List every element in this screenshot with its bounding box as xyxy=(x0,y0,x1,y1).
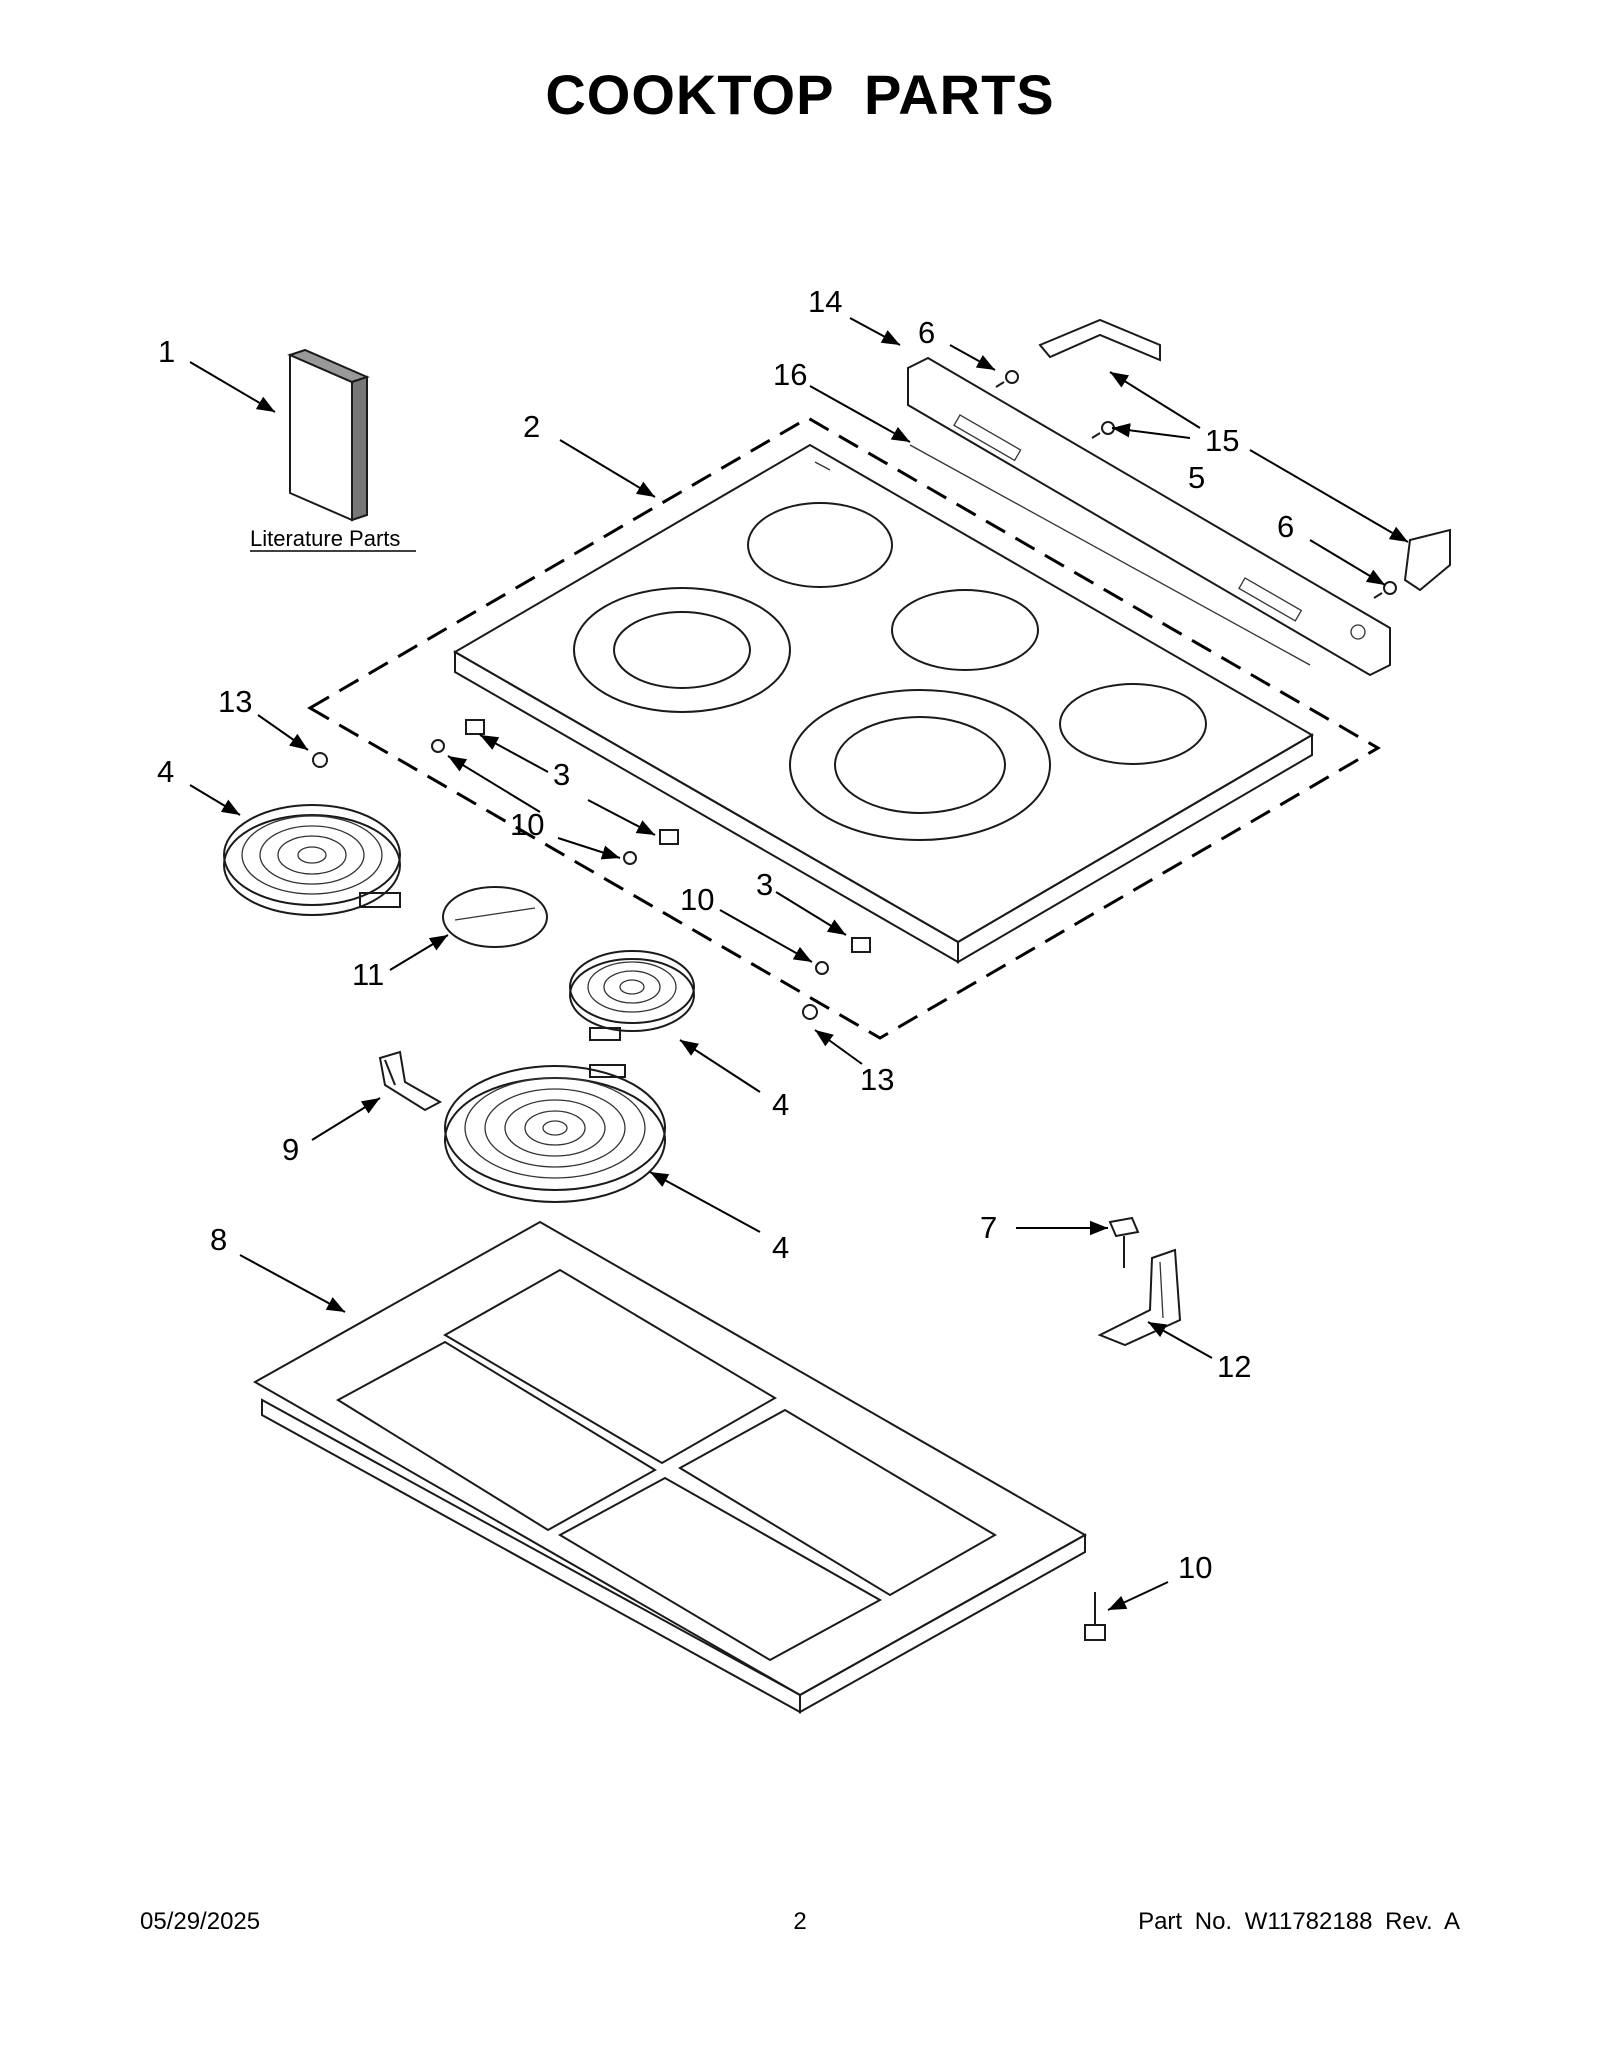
burner-box-pan-rear-right xyxy=(678,1408,997,1597)
callout-12: 12 xyxy=(1217,1349,1251,1384)
callout-16: 16 xyxy=(773,357,807,392)
callout-9: 9 xyxy=(282,1132,299,1167)
radiant-element-left xyxy=(223,804,401,916)
clip-3-right xyxy=(851,937,871,953)
burner-box-pan-front-right xyxy=(557,1476,883,1662)
callout-1: 1 xyxy=(158,334,175,369)
sensor-11 xyxy=(442,886,548,948)
callout-8: 8 xyxy=(210,1222,227,1257)
footer-part-number: Part No. W11782188 Rev. A xyxy=(1138,1908,1460,1935)
callout-10-center: 10 xyxy=(680,882,714,917)
literature-booklet: Literature Parts xyxy=(250,348,416,552)
literature-parts-label: Literature Parts xyxy=(250,526,400,551)
callout-13-left: 13 xyxy=(218,684,252,719)
callout-2: 2 xyxy=(523,409,540,444)
callout-3-right: 3 xyxy=(756,867,773,902)
callout-6-top: 6 xyxy=(918,315,935,350)
front-clips-and-screws xyxy=(312,719,871,1020)
callout-4-center: 4 xyxy=(772,1087,789,1122)
screw-7 xyxy=(1108,1216,1140,1268)
screw-10-bottom xyxy=(1084,1592,1106,1641)
limiter-bracket-9 xyxy=(378,1050,443,1112)
callout-4-left: 4 xyxy=(157,754,174,789)
burner-zone-rear-right xyxy=(891,589,1039,671)
screw-10-a xyxy=(431,739,445,753)
screw-13-left xyxy=(312,752,328,768)
screw-6-right xyxy=(1373,581,1397,599)
callout-15: 15 xyxy=(1205,423,1239,458)
callout-10-left: 10 xyxy=(510,807,544,842)
burner-zone-front-left-inner xyxy=(834,716,1006,814)
screw-10-c xyxy=(815,961,829,975)
screw-10-b xyxy=(623,851,637,865)
page-title: COOKTOP PARTS xyxy=(545,63,1055,126)
screw-13-right xyxy=(802,1004,818,1020)
callout-14: 14 xyxy=(808,284,842,319)
footer-date: 05/29/2025 xyxy=(140,1908,261,1935)
callout-7: 7 xyxy=(980,1210,997,1245)
screw-5 xyxy=(1091,421,1115,439)
clip-3-left xyxy=(465,719,485,735)
burner-box-pan-front-left xyxy=(336,1340,657,1532)
radiant-element-large xyxy=(444,1064,666,1203)
assembly-outline xyxy=(307,416,1381,1040)
burner-zone-center-left-outer xyxy=(573,587,791,713)
callout-labels: 1 2 14 16 6 5 15 6 13 4 3 10 10 3 11 13 … xyxy=(157,284,1294,1585)
callout-6-right: 6 xyxy=(1277,509,1294,544)
callout-13-right: 13 xyxy=(860,1062,894,1097)
burner-zone-rear-left xyxy=(747,502,893,588)
callout-5: 5 xyxy=(1188,460,1205,495)
burner-box xyxy=(252,1220,1088,1714)
callout-10-bottom: 10 xyxy=(1178,1550,1212,1585)
glass-cooktop xyxy=(453,443,1314,964)
burner-box-pan-rear-left xyxy=(443,1268,777,1465)
leader-lines xyxy=(189,317,1409,1611)
clip-3-center xyxy=(659,829,679,845)
burner-zone-front-left-outer xyxy=(789,689,1051,841)
screw-6-top xyxy=(995,370,1019,388)
burner-zone-center-left-inner xyxy=(613,611,751,689)
callout-4-bottom: 4 xyxy=(772,1230,789,1265)
radiant-element-small xyxy=(569,950,695,1041)
burner-zone-front-right xyxy=(1059,683,1207,765)
footer-page-number: 2 xyxy=(793,1908,807,1935)
rear-trim-assembly xyxy=(907,318,1451,677)
callout-11: 11 xyxy=(352,957,384,992)
callout-3-left: 3 xyxy=(553,757,570,792)
bracket-12 xyxy=(1097,1248,1182,1347)
